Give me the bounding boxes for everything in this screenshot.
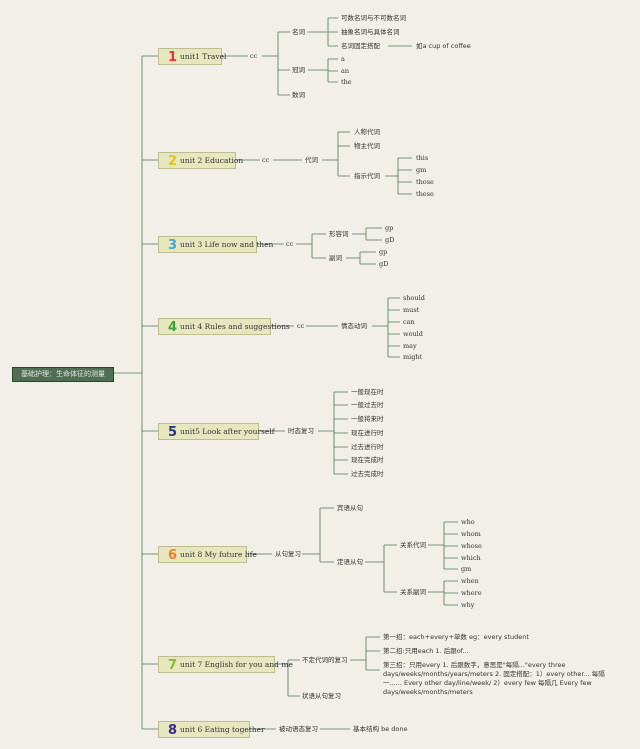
u3-adj[interactable]: 形容词	[329, 230, 349, 238]
u1-the[interactable]: the	[341, 78, 352, 86]
u2-p3[interactable]: 指示代词	[354, 172, 380, 180]
unit-label: unit 8 My future life	[180, 550, 257, 559]
u4-m2[interactable]: can	[403, 318, 415, 326]
u2-p2[interactable]: 物主代词	[354, 142, 380, 150]
u7-indefinite-pronoun[interactable]: 不定代词的复习	[302, 656, 348, 664]
unit-label: unit 6 Eating together	[180, 725, 265, 734]
u6-rp4[interactable]: gm	[461, 565, 472, 573]
u7-rule3[interactable]: 第三招：只用every 1. 后跟数字，意思是"每隔..."every thre…	[383, 661, 605, 696]
u6-rel-pronoun[interactable]: 关系代词	[400, 541, 426, 549]
u5-t0[interactable]: 一般现在时	[351, 388, 384, 396]
u3-adv1[interactable]: gp	[379, 248, 388, 256]
u6-ra1[interactable]: where	[461, 589, 482, 597]
u1-n2[interactable]: 抽象名词与具体名词	[341, 28, 400, 36]
number-badge: 3	[168, 238, 178, 253]
u6-rp1[interactable]: whom	[461, 530, 481, 538]
u1-n3[interactable]: 名词固定搭配	[341, 42, 380, 50]
u5-t3[interactable]: 现在进行时	[351, 429, 384, 437]
u1-noun[interactable]: 名词	[292, 28, 305, 36]
u2-cc: cc	[262, 156, 270, 164]
u1-article[interactable]: 冠词	[292, 66, 305, 74]
u6-ra0[interactable]: when	[461, 577, 479, 585]
number-badge: 7	[168, 658, 178, 673]
number-badge: 5	[168, 425, 178, 440]
u1-n3-example[interactable]: 如a cup of coffee	[416, 42, 471, 50]
u5-t5[interactable]: 现在完成时	[351, 456, 384, 464]
u6-rel-adverb[interactable]: 关系副词	[400, 588, 426, 596]
u4-m5[interactable]: might	[403, 353, 423, 361]
u2-pronoun[interactable]: 代词	[305, 156, 318, 164]
u2-d3[interactable]: those	[416, 178, 434, 186]
root-topic[interactable]: 基础护理：生命体征的测量	[12, 367, 114, 382]
number-badge: 8	[168, 723, 178, 738]
number-badge: 2	[168, 154, 178, 169]
u7-rule2[interactable]: 第二招:只用each 1. 后跟of...	[383, 647, 469, 655]
u6-attributive-clause[interactable]: 定语从句	[337, 558, 363, 566]
u3-cc: cc	[286, 240, 294, 248]
u2-d2[interactable]: gm	[416, 166, 427, 174]
number-badge: 1	[168, 50, 178, 65]
u2-p1[interactable]: 人称代词	[354, 128, 380, 136]
u5-t2[interactable]: 一般将来时	[351, 415, 384, 423]
u3-adv[interactable]: 副词	[329, 254, 342, 262]
u1-n1[interactable]: 可数名词与不可数名词	[341, 14, 406, 22]
u5-t1[interactable]: 一般过去时	[351, 401, 384, 409]
u7-rule1[interactable]: 第一招：each+every+单数 eg：every student	[383, 633, 529, 641]
u2-d1[interactable]: this	[416, 154, 429, 162]
u5-tense[interactable]: 时态复习	[288, 427, 314, 435]
u3-adv2[interactable]: gD	[379, 260, 389, 268]
unit-label: unit 2 Education	[180, 156, 244, 165]
u4-m1[interactable]: must	[403, 306, 420, 314]
unit-label: unit 3 Life now and then	[180, 240, 274, 249]
u2-d4[interactable]: these	[416, 190, 434, 198]
u3-adj2[interactable]: gD	[385, 236, 395, 244]
u6-rp0[interactable]: who	[461, 518, 475, 526]
u1-numeral[interactable]: 数词	[292, 91, 305, 99]
number-badge: 4	[168, 320, 178, 335]
u3-adj1[interactable]: gp	[385, 224, 394, 232]
u6-clause[interactable]: 从句复习	[275, 550, 301, 558]
u7-adverbial-clause[interactable]: 状语从句复习	[302, 692, 341, 700]
u8-basic[interactable]: 基本结构 be done	[353, 725, 408, 733]
unit-label: unit 4 Rules and suggestions	[180, 322, 290, 331]
number-badge: 6	[168, 548, 178, 563]
u5-t6[interactable]: 过去完成时	[351, 470, 384, 478]
u1-cc: cc	[250, 52, 258, 60]
unit-label: unit5 Look after yourself	[180, 427, 275, 436]
u6-object-clause[interactable]: 宾语从句	[337, 504, 363, 512]
u5-t4[interactable]: 过去进行时	[351, 443, 384, 451]
u4-m4[interactable]: may	[403, 342, 417, 350]
u6-rp2[interactable]: whose	[461, 542, 482, 550]
u1-an[interactable]: an	[341, 67, 350, 75]
u4-m3[interactable]: would	[403, 330, 423, 338]
u4-modal[interactable]: 情态动词	[341, 322, 367, 330]
unit-label: unit1 Travel	[180, 52, 227, 61]
u8-passive[interactable]: 被动语态复习	[279, 725, 318, 733]
u6-ra2[interactable]: why	[461, 601, 475, 609]
u1-a[interactable]: a	[341, 55, 345, 63]
u6-rp3[interactable]: which	[461, 554, 481, 562]
u4-m0[interactable]: should	[403, 294, 425, 302]
unit-label: unit 7 English for you and me	[180, 660, 293, 669]
u4-cc: cc	[297, 322, 305, 330]
